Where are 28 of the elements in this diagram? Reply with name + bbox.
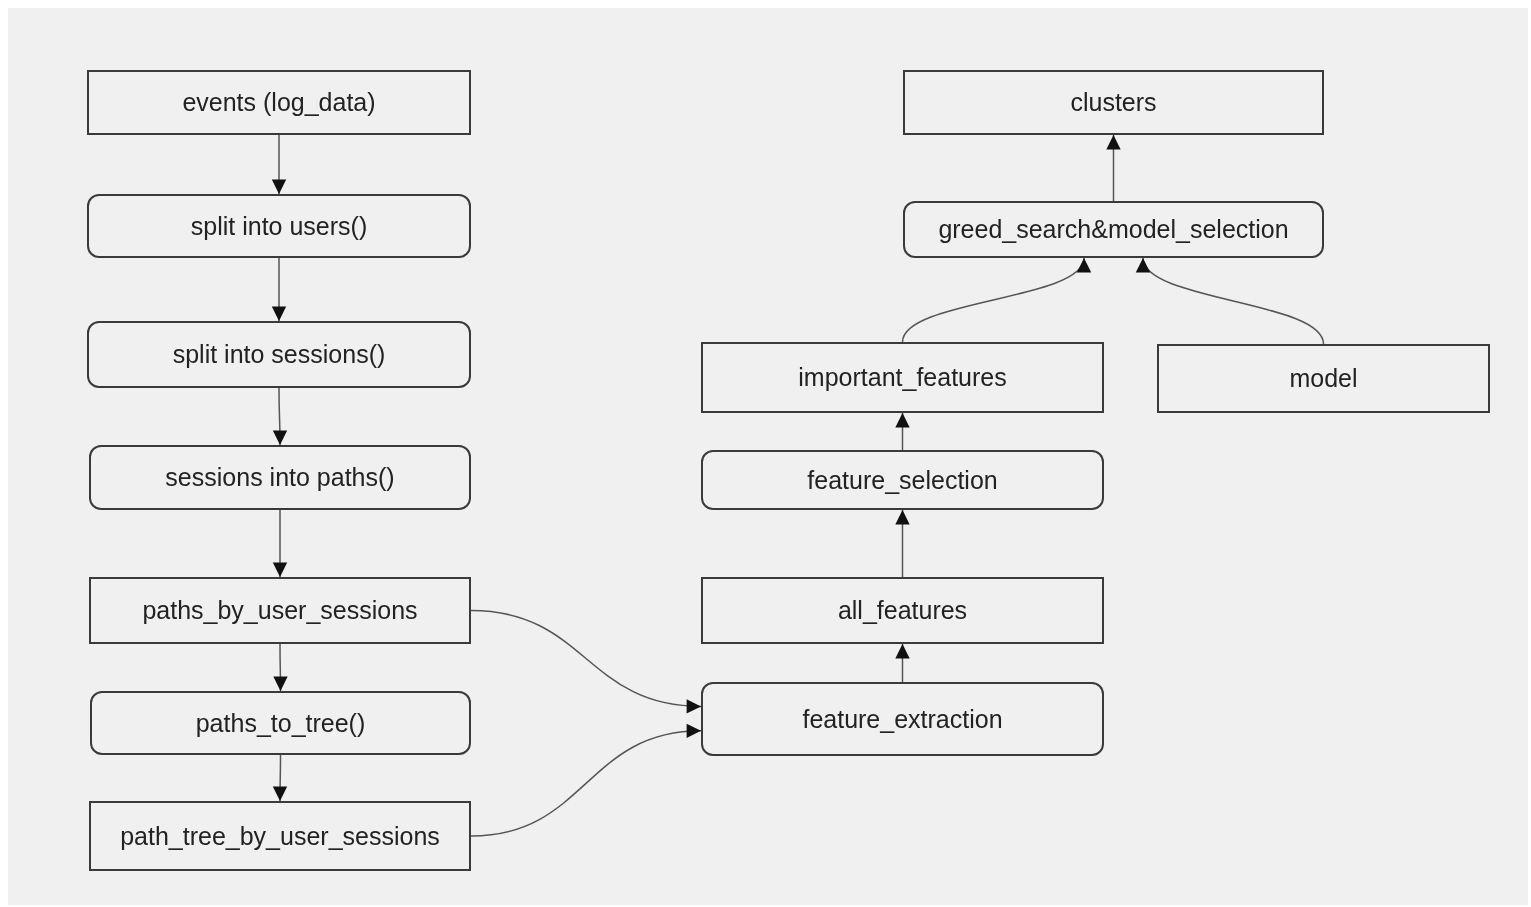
data-box — [903, 70, 1324, 135]
data-box — [89, 801, 471, 871]
node-label: all_features — [837, 596, 968, 625]
data-box — [89, 577, 471, 644]
process-box — [87, 321, 471, 388]
node-label: sessions into paths() — [165, 463, 395, 492]
data-box — [1157, 344, 1490, 413]
process-box — [90, 691, 471, 755]
node-label: path_tree_by_user_sessions — [120, 821, 440, 851]
node-label: model — [1289, 364, 1358, 393]
process-box — [89, 445, 471, 510]
node-label: important_features — [798, 363, 1007, 392]
node-label: events (log_data) — [182, 88, 376, 117]
node-label: feature_selection — [807, 465, 998, 495]
node-label: greed_search&model_selection — [938, 215, 1289, 244]
process-box — [701, 450, 1104, 510]
process-box — [87, 194, 471, 258]
node-label: split into users() — [190, 211, 368, 241]
node-label: split into sessions() — [172, 340, 386, 369]
data-box — [701, 342, 1104, 413]
node-label: feature_extraction — [802, 704, 1003, 734]
process-box — [903, 201, 1324, 258]
node-label: paths_by_user_sessions — [142, 596, 418, 625]
process-box — [701, 682, 1104, 756]
node-label: paths_to_tree() — [195, 708, 366, 738]
node-label: clusters — [1070, 88, 1157, 117]
data-box — [87, 70, 471, 135]
data-box — [701, 577, 1104, 644]
